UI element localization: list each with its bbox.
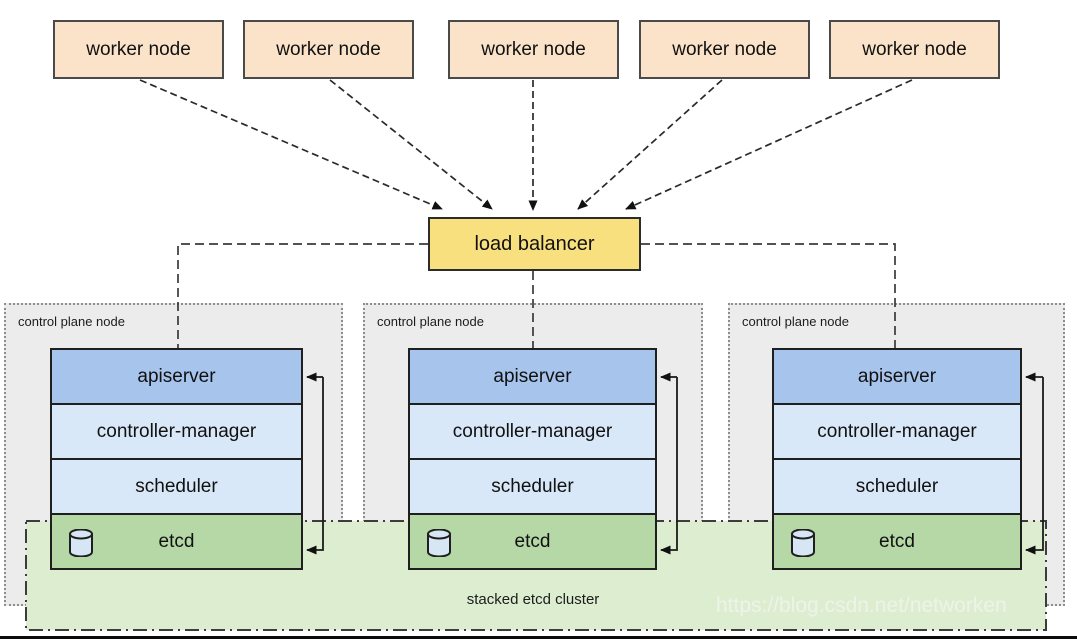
etcd-label: etcd bbox=[514, 530, 551, 552]
apiserver-box: apiserver bbox=[408, 348, 657, 405]
control-plane-node-label: control plane node bbox=[377, 314, 484, 329]
worker-node-1: worker node bbox=[53, 20, 224, 79]
control-plane-stack-3: apiserver controller-manager scheduler e… bbox=[772, 348, 1022, 570]
worker-node-label: worker node bbox=[672, 38, 777, 60]
worker-node-label: worker node bbox=[86, 38, 191, 60]
load-balancer-label: load balancer bbox=[474, 232, 595, 255]
etcd-box: etcd bbox=[772, 513, 1022, 570]
worker-node-4: worker node bbox=[639, 20, 810, 79]
etcd-label: etcd bbox=[158, 530, 195, 552]
scheduler-label: scheduler bbox=[855, 475, 939, 497]
controller-manager-box: controller-manager bbox=[50, 403, 303, 460]
etcd-box: etcd bbox=[408, 513, 657, 570]
controller-manager-label: controller-manager bbox=[452, 420, 613, 442]
bottom-edge-line bbox=[0, 636, 1077, 639]
load-balancer: load balancer bbox=[428, 217, 641, 271]
apiserver-label: apiserver bbox=[857, 365, 937, 387]
worker5-to-lb-arrow bbox=[625, 79, 913, 210]
cp3-apiserver-to-etcd-arrow bbox=[1025, 377, 1044, 555]
worker2-to-lb-arrow bbox=[329, 79, 493, 210]
etcd-label: etcd bbox=[879, 530, 915, 552]
watermark-url: https://blog.csdn.net/networken bbox=[716, 594, 1007, 617]
lb-to-cp1-line bbox=[177, 243, 428, 348]
scheduler-box: scheduler bbox=[772, 458, 1022, 515]
worker1-to-lb-arrow bbox=[139, 79, 443, 210]
etcd-box: etcd bbox=[50, 513, 303, 570]
control-plane-stack-1: apiserver controller-manager scheduler e… bbox=[50, 348, 303, 570]
worker-node-3: worker node bbox=[448, 20, 619, 79]
worker-node-2: worker node bbox=[243, 20, 414, 79]
apiserver-label: apiserver bbox=[493, 365, 572, 387]
apiserver-box: apiserver bbox=[50, 348, 303, 405]
control-plane-stack-2: apiserver controller-manager scheduler e… bbox=[408, 348, 657, 570]
apiserver-box: apiserver bbox=[772, 348, 1022, 405]
stacked-etcd-cluster-label: stacked etcd cluster bbox=[466, 591, 600, 608]
controller-manager-box: controller-manager bbox=[408, 403, 657, 460]
database-icon bbox=[791, 529, 815, 557]
controller-manager-label: controller-manager bbox=[817, 420, 977, 442]
controller-manager-box: controller-manager bbox=[772, 403, 1022, 460]
controller-manager-label: controller-manager bbox=[96, 420, 257, 442]
lb-to-cp3-line bbox=[641, 243, 896, 348]
worker-to-lb-arrows bbox=[139, 79, 913, 211]
worker4-to-lb-arrow bbox=[577, 79, 723, 210]
worker-node-5: worker node bbox=[829, 20, 1000, 79]
apiserver-label: apiserver bbox=[137, 365, 216, 387]
apiserver-etcd-connectors bbox=[306, 372, 1044, 555]
cp1-apiserver-to-etcd-arrow bbox=[306, 377, 324, 555]
scheduler-box: scheduler bbox=[50, 458, 303, 515]
worker-node-label: worker node bbox=[481, 38, 586, 60]
control-plane-node-label: control plane node bbox=[742, 314, 849, 329]
scheduler-box: scheduler bbox=[408, 458, 657, 515]
worker-node-label: worker node bbox=[276, 38, 381, 60]
control-plane-node-label: control plane node bbox=[18, 314, 125, 329]
scheduler-label: scheduler bbox=[491, 475, 574, 497]
worker-node-label: worker node bbox=[862, 38, 967, 60]
scheduler-label: scheduler bbox=[135, 475, 218, 497]
cp2-apiserver-to-etcd-arrow bbox=[660, 377, 678, 555]
lb-to-apiserver-lines bbox=[177, 243, 896, 348]
database-icon bbox=[69, 529, 93, 557]
database-icon bbox=[427, 529, 451, 557]
